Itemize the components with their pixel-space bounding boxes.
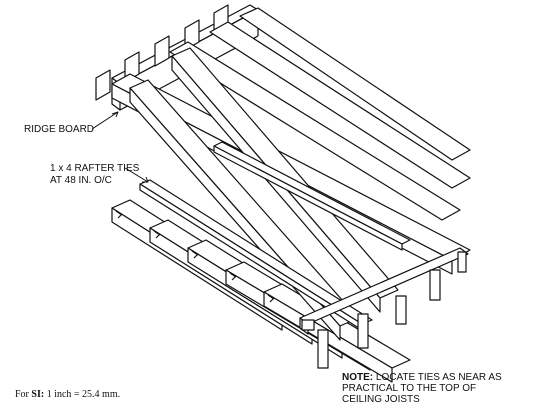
note-line2: PRACTICAL TO THE TOP OF	[342, 383, 477, 394]
note-line3: CEILING JOISTS	[342, 394, 420, 405]
ridge-board-label: RIDGE BOARD	[24, 124, 95, 135]
si-prefix: For	[15, 389, 32, 400]
rafter-ties-label-line2: AT 48 IN. O/C	[50, 175, 112, 186]
ridge-board-arrow	[111, 111, 119, 118]
si-conversion-note: For SI: 1 inch = 25.4 mm.	[15, 389, 120, 401]
si-rest: 1 inch = 25.4 mm.	[44, 389, 121, 400]
note-line1-text: LOCATE TIES AS NEAR AS	[373, 372, 502, 383]
ridge-board-leader	[91, 111, 119, 130]
rafter-ties-leader	[124, 167, 149, 183]
rafter-ties-label-line1: 1 x 4 RAFTER TIES	[50, 163, 140, 174]
wall-studs	[301, 251, 467, 369]
note-line1: NOTE: LOCATE TIES AS NEAR AS	[342, 372, 502, 384]
upper-rafter-ends	[95, 4, 229, 101]
si-bold: SI:	[31, 389, 45, 400]
ceiling-joists	[111, 199, 411, 383]
note-prefix: NOTE:	[342, 372, 374, 383]
rafter-ties-arrow	[142, 176, 149, 183]
rafter-ties	[139, 141, 411, 331]
leader-lines	[91, 111, 149, 183]
